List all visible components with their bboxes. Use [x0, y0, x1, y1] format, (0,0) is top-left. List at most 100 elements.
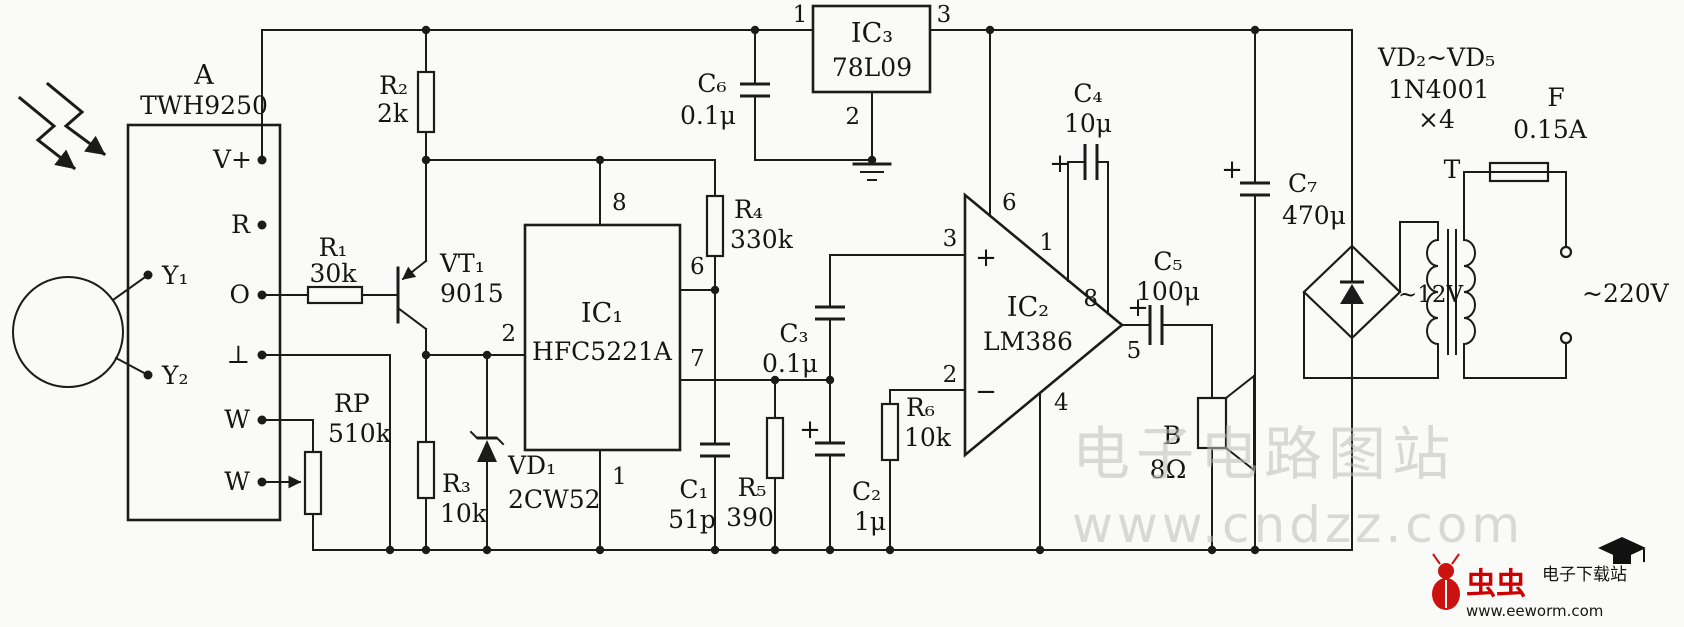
- ic2-pin2: 2: [943, 362, 958, 388]
- pin-o: O: [230, 280, 251, 309]
- capacitor-c7: + C₇ 470μ: [1221, 155, 1346, 230]
- c7-polarity: +: [1221, 155, 1243, 185]
- c5-polarity: +: [1127, 293, 1149, 323]
- capacitor-c3: C₃ 0.1μ: [762, 305, 845, 378]
- c2-value: 1μ: [854, 507, 886, 536]
- r4-ref: R₄: [734, 195, 763, 224]
- ic2-part: LM386: [983, 327, 1073, 356]
- c1-value: 51p: [668, 505, 716, 534]
- ic3-pin1: 1: [793, 2, 808, 28]
- speaker-ref: B: [1163, 421, 1181, 450]
- ic3-pin2: 2: [845, 104, 860, 130]
- transformer-primary-voltage: ~220V: [1582, 279, 1670, 308]
- ic2-plus-input-sign: +: [975, 243, 997, 273]
- c7-value: 470μ: [1282, 201, 1346, 230]
- r2-ref: R₂: [379, 71, 408, 100]
- r5-value: 390: [726, 503, 774, 532]
- vd1-ref: VD₁: [507, 451, 556, 480]
- c5-ref: C₅: [1153, 247, 1182, 276]
- capacitor-c1: C₁ 51p: [668, 442, 730, 534]
- pin-y1: Y₁: [161, 261, 189, 290]
- bridge-rectifier: VD₂~VD₅ 1N4001 ×4: [1302, 43, 1495, 340]
- r2-value: 2k: [377, 99, 409, 128]
- ic2-amplifier: + − IC₂ LM386 6 3 2 1 8 4 5: [943, 190, 1142, 458]
- r6-value: 10k: [904, 423, 952, 452]
- r3-ref: R₃: [442, 469, 471, 498]
- ic3-regulator: IC₃ 78L09 1 3 2: [793, 2, 952, 130]
- eeworm-logo: 虫虫 电子下载站 www.eeworm.com: [1432, 537, 1646, 620]
- ic2-pin5: 5: [1127, 338, 1142, 364]
- junction-dots: [385, 25, 1260, 555]
- ic1-pin8: 8: [612, 190, 627, 216]
- ic3-part: 78L09: [832, 53, 912, 82]
- speaker-value: 8Ω: [1150, 455, 1187, 484]
- watermark-line2: www.cndzz.com: [1072, 496, 1524, 554]
- ic1-ref: IC₁: [581, 298, 623, 329]
- ic1-pin1: 1: [612, 464, 627, 490]
- vt1-value: 9015: [440, 279, 504, 308]
- fuse-ref: F: [1547, 83, 1564, 112]
- module-a-label: A: [193, 60, 214, 91]
- pin-vplus: V+: [212, 145, 252, 174]
- resistor-r1: R₁ 30k: [306, 233, 364, 305]
- ic1-decoder: IC₁ HFC5221A 8 6 2 7 1: [501, 190, 704, 490]
- c1-ref: C₁: [679, 475, 708, 504]
- ic2-pin3: 3: [943, 226, 958, 252]
- ic2-pin8: 8: [1083, 286, 1098, 312]
- r1-ref: R₁: [319, 233, 348, 262]
- receiver-transducer: [12, 273, 150, 388]
- potentiometer-rp: RP 510k: [303, 389, 392, 516]
- c6-value: 0.1μ: [680, 101, 736, 130]
- footer-brand: 虫虫: [1466, 567, 1526, 602]
- zener-vd1: VD₁ 2CW52: [469, 430, 601, 514]
- resistor-r5: R₅ 390: [726, 416, 785, 532]
- pin-w1: W: [224, 405, 250, 434]
- transistor-vt1: VT₁ 9015: [396, 249, 504, 331]
- ic1-pin2: 2: [501, 321, 516, 347]
- speaker-b: B 8Ω: [1150, 374, 1256, 484]
- pin-r: R: [231, 210, 251, 239]
- bridge-ref: VD₂~VD₅: [1377, 43, 1495, 72]
- capacitor-c4: + C₄ 10μ: [1049, 79, 1112, 180]
- r1-value: 30k: [310, 259, 358, 288]
- footer-url: www.eeworm.com: [1466, 602, 1603, 620]
- ic2-pin1: 1: [1039, 230, 1054, 256]
- r5-ref: R₅: [738, 473, 767, 502]
- incoming-signal-arrows: [17, 81, 107, 171]
- resistor-r3: R₃ 10k: [416, 440, 488, 528]
- primary-winding: [1462, 238, 1476, 346]
- r4-value: 330k: [730, 225, 794, 254]
- bridge-qty: ×4: [1418, 105, 1455, 134]
- c7-ref: C₇: [1288, 169, 1317, 198]
- fuse-f: F 0.15A: [1488, 83, 1588, 183]
- transformer-secondary-voltage: ~12V: [1398, 282, 1464, 308]
- lightning-arrow-icon: [17, 95, 77, 171]
- rp-value: 510k: [328, 419, 392, 448]
- pin-gnd: ⊥: [226, 340, 250, 369]
- vd1-value: 2CW52: [508, 485, 601, 514]
- capacitor-c6: C₆ 0.1μ: [680, 69, 770, 130]
- r6-ref: R₆: [906, 393, 935, 422]
- resistor-r6: R₆ 10k: [880, 393, 952, 462]
- ic1-pin6: 6: [690, 254, 705, 280]
- transformer-ref: T: [1444, 155, 1461, 184]
- c3-value: 0.1μ: [762, 349, 818, 378]
- ic3-pin3: 3: [937, 2, 952, 28]
- mains-terminals: [1559, 245, 1573, 345]
- bridge-part: 1N4001: [1388, 75, 1489, 104]
- module-pin-bullets: [143, 155, 267, 487]
- resistor-r4: R₄ 330k: [705, 194, 794, 258]
- watermark: 电子电路图站 www.cndzz.com: [1072, 420, 1524, 554]
- ic2-ref: IC₂: [1007, 292, 1049, 323]
- mains-terminal-top: [1559, 245, 1573, 259]
- transformer-t: T ~12V ~220V: [1398, 155, 1670, 355]
- ic1-part: HFC5221A: [532, 337, 673, 366]
- c2-polarity: +: [799, 415, 821, 445]
- module-a: A TWH9250 V+ R O ⊥ W W Y₁ Y₂: [126, 60, 282, 522]
- mains-terminal-bottom: [1559, 331, 1573, 345]
- c3-ref: C₃: [779, 319, 808, 348]
- ic3-ref: IC₃: [851, 18, 893, 49]
- ground-symbol: [852, 162, 892, 181]
